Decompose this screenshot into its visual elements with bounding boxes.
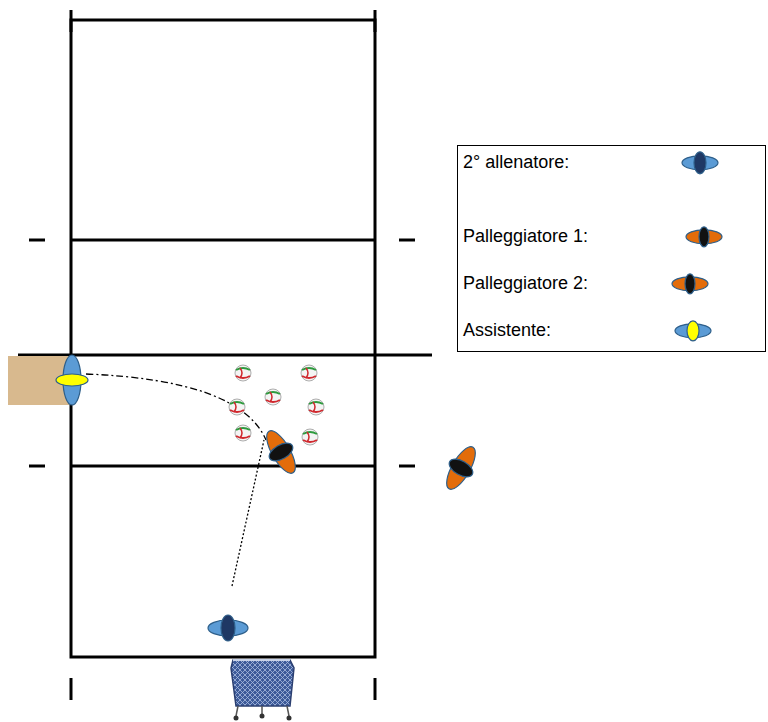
- court-ticks: [29, 10, 415, 700]
- volleyball: [235, 425, 251, 441]
- assistant-player: [56, 355, 88, 405]
- legend-label: Assistente:: [463, 320, 551, 342]
- ball-cart: [231, 660, 294, 721]
- volleyball: [302, 429, 318, 445]
- volleyball: [308, 399, 324, 415]
- setter-player: [438, 441, 485, 496]
- court-outline: [71, 20, 375, 657]
- volleyball: [301, 365, 317, 381]
- ball-trajectory: [86, 374, 266, 440]
- legend-icon: [682, 152, 718, 174]
- volleyball: [265, 389, 281, 405]
- legend-icon: [672, 274, 708, 294]
- volleyball: [235, 365, 251, 381]
- movement-path: [232, 440, 264, 586]
- coach-player: [208, 615, 248, 641]
- volleyball: [229, 399, 245, 415]
- attack-line: [71, 239, 375, 242]
- legend-icon: [675, 321, 711, 341]
- net-line: [18, 354, 432, 357]
- legend-label: Palleggiatore 2:: [463, 273, 588, 295]
- attack-line: [71, 465, 375, 468]
- legend-icon: [686, 227, 722, 247]
- legend-label: Palleggiatore 1:: [463, 226, 588, 248]
- legend-label: 2° allenatore:: [463, 152, 569, 174]
- setter-player: [258, 425, 305, 480]
